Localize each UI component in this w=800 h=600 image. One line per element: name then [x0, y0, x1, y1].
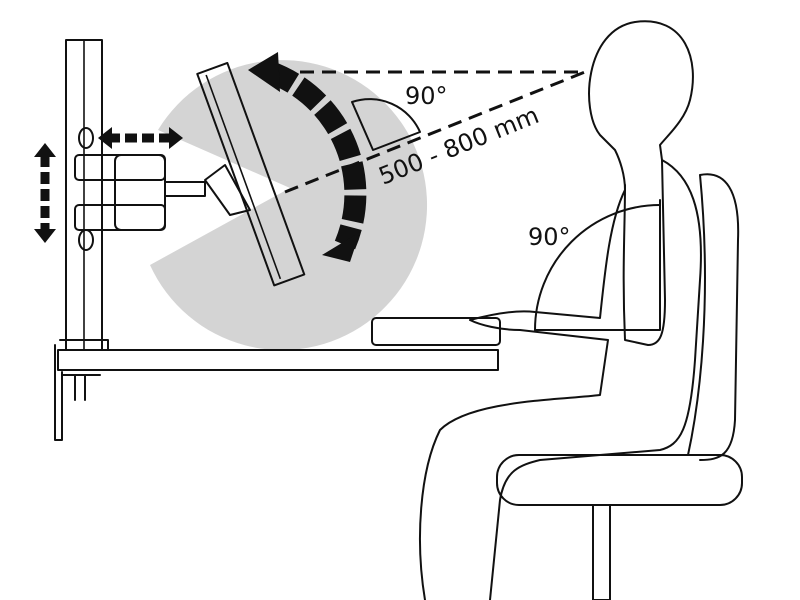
- chair: [496, 173, 743, 600]
- elbow-angle-marker: [534, 199, 661, 331]
- viewing-distance-line: [284, 70, 586, 194]
- tilt-arrow: [248, 52, 367, 262]
- monitor-arm: [74, 127, 251, 251]
- viewing-angle-label: 90°: [405, 82, 448, 110]
- horizontal-adjust-arrow: [98, 127, 183, 149]
- seated-person: [419, 20, 702, 600]
- viewing-angle-marker: [351, 98, 421, 151]
- keyboard: [371, 317, 501, 346]
- desk: [54, 339, 499, 441]
- elbow-angle-label: 90°: [528, 223, 571, 251]
- monitor: [196, 62, 306, 287]
- vertical-adjust-arrow: [34, 143, 56, 243]
- monitor-tilt-range: [150, 60, 428, 351]
